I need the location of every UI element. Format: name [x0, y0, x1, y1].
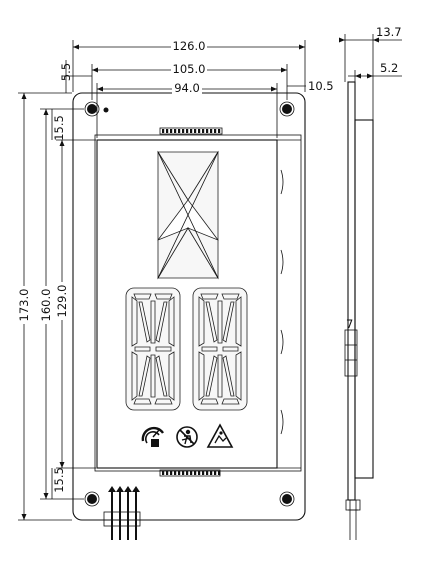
top-margin-label: 15.5 — [52, 115, 66, 141]
front-dimensions: 126.0 105.0 94.0 10.5 173.0 160.0 — [16, 38, 334, 521]
hole-pitch-height-label: 160.0 — [39, 289, 53, 322]
side-pcb — [347, 81, 356, 501]
panel-thickness-label: 5.2 — [380, 61, 398, 75]
right-hole-offset-label: 10.5 — [308, 79, 334, 93]
top-hole-offset-label: 5.5 — [59, 63, 73, 81]
side-connector — [344, 329, 358, 377]
digit-left-segments — [125, 287, 181, 411]
bottom-margin-label: 15.5 — [52, 467, 66, 493]
connector-height-label: 7 — [346, 317, 353, 331]
viewing-width-label: 94.0 — [174, 81, 200, 95]
mounting-holes — [84, 101, 295, 507]
mounting-hole-top-right — [282, 104, 292, 114]
warning-triangle-icon — [206, 423, 234, 448]
viewing-height-label: 129.0 — [55, 285, 69, 318]
top-connector-pads — [159, 127, 223, 135]
direction-arrow-segments — [157, 150, 219, 280]
no-entry-person-icon — [176, 426, 198, 448]
overall-height-label: 173.0 — [17, 289, 31, 322]
mounting-hole-bottom-right — [282, 494, 292, 504]
elevator-gauge-icon — [141, 426, 164, 447]
side-lcd-module — [354, 119, 374, 479]
digit-right-segments — [192, 287, 248, 411]
pin-header — [103, 486, 141, 540]
front-view — [72, 92, 306, 540]
total-thickness-label: 13.7 — [376, 25, 402, 39]
hole-pitch-width-label: 105.0 — [173, 62, 206, 76]
viewing-area — [96, 139, 278, 469]
side-view: 13.7 5.2 7 — [339, 25, 402, 540]
mounting-hole-bottom-left — [87, 494, 97, 504]
overall-width-label: 126.0 — [173, 39, 206, 53]
mounting-hole-top-left — [87, 104, 97, 114]
